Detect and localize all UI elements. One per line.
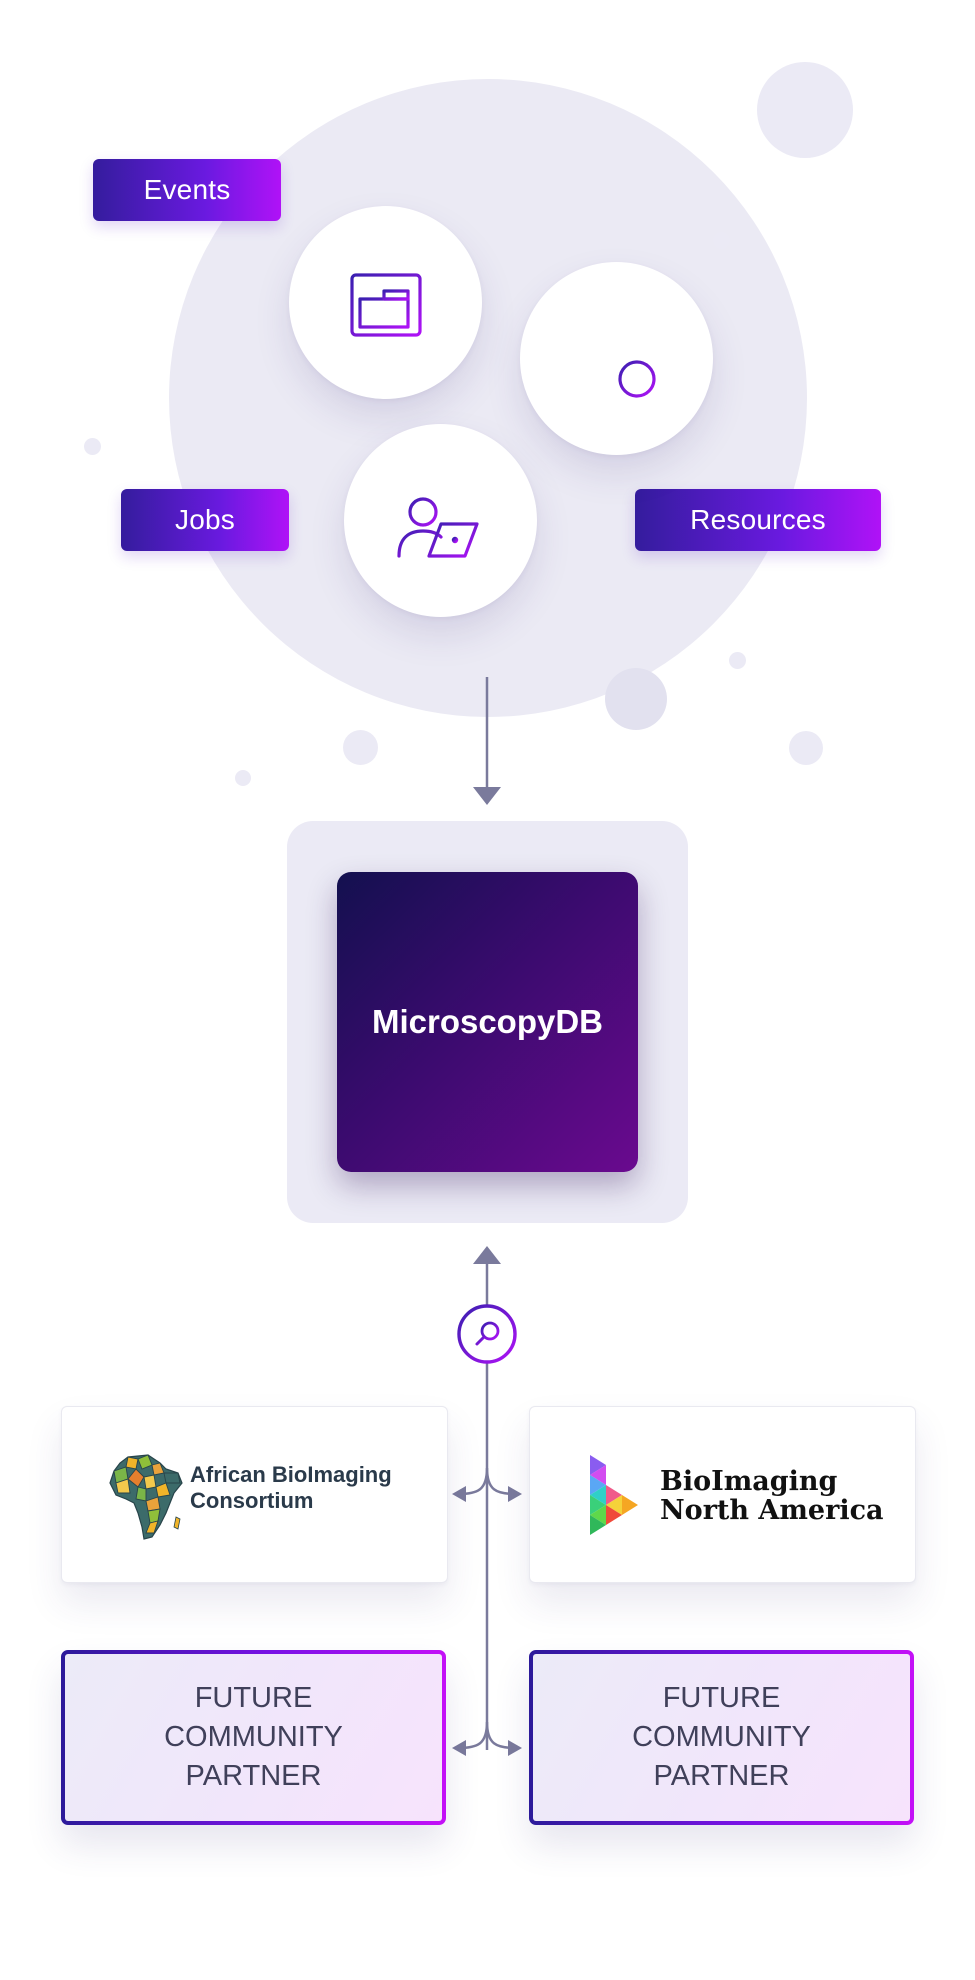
events-tag[interactable]: Events xyxy=(93,159,281,221)
events-icon-circle[interactable] xyxy=(289,206,482,399)
person-laptop-icon xyxy=(396,477,484,558)
africa-map-logo xyxy=(109,1454,183,1540)
resources-tag[interactable]: Resources xyxy=(635,489,881,551)
arrow-head-up xyxy=(473,1246,501,1264)
decor-bubble xyxy=(605,668,667,730)
partner-card-african-bioimaging[interactable]: African BioImaging Consortium xyxy=(61,1406,448,1583)
future-partner-line2: COMMUNITY xyxy=(632,1721,811,1753)
future-partner-card-right[interactable]: FUTURE COMMUNITY PARTNER xyxy=(529,1650,914,1825)
microscopydb-box[interactable]: MicroscopyDB xyxy=(337,872,638,1172)
arrow-head-down xyxy=(473,787,501,805)
resources-icon-circle[interactable] xyxy=(520,262,713,455)
partner-name-line1: African BioImaging xyxy=(190,1462,392,1487)
arrow-head-right xyxy=(508,1740,522,1756)
decor-bubble xyxy=(343,730,378,765)
partner-name-line1: BioImaging xyxy=(660,1466,838,1497)
calendar-icon xyxy=(349,266,422,337)
future-partner-line1: FUTURE xyxy=(194,1682,313,1714)
partner-name-line2: Consortium xyxy=(190,1488,314,1513)
future-partner-line3: PARTNER xyxy=(185,1760,322,1792)
decor-bubble xyxy=(84,438,101,455)
list-add-icon xyxy=(574,322,656,398)
future-partner-line2: COMMUNITY xyxy=(164,1721,343,1753)
future-partner-line1: FUTURE xyxy=(662,1682,781,1714)
jobs-tag[interactable]: Jobs xyxy=(121,489,289,551)
decor-bubble xyxy=(729,652,746,669)
decor-bubble xyxy=(235,770,251,786)
arrow-head-left xyxy=(452,1740,466,1756)
jobs-icon-circle[interactable] xyxy=(344,424,537,617)
decor-bubble xyxy=(713,232,730,249)
arrow-head-left xyxy=(452,1486,466,1502)
decor-bubble xyxy=(757,62,853,158)
search-icon xyxy=(457,1304,517,1364)
decor-bubble xyxy=(789,731,823,765)
future-partner-card-left[interactable]: FUTURE COMMUNITY PARTNER xyxy=(61,1650,446,1825)
future-partner-line3: PARTNER xyxy=(653,1760,790,1792)
partner-name-line2: North America xyxy=(660,1495,884,1526)
partner-card-bioimaging-north-america[interactable]: BioImaging North America xyxy=(529,1406,916,1583)
bioimaging-north-america-logo xyxy=(590,1455,638,1535)
arrow-head-right xyxy=(508,1486,522,1502)
